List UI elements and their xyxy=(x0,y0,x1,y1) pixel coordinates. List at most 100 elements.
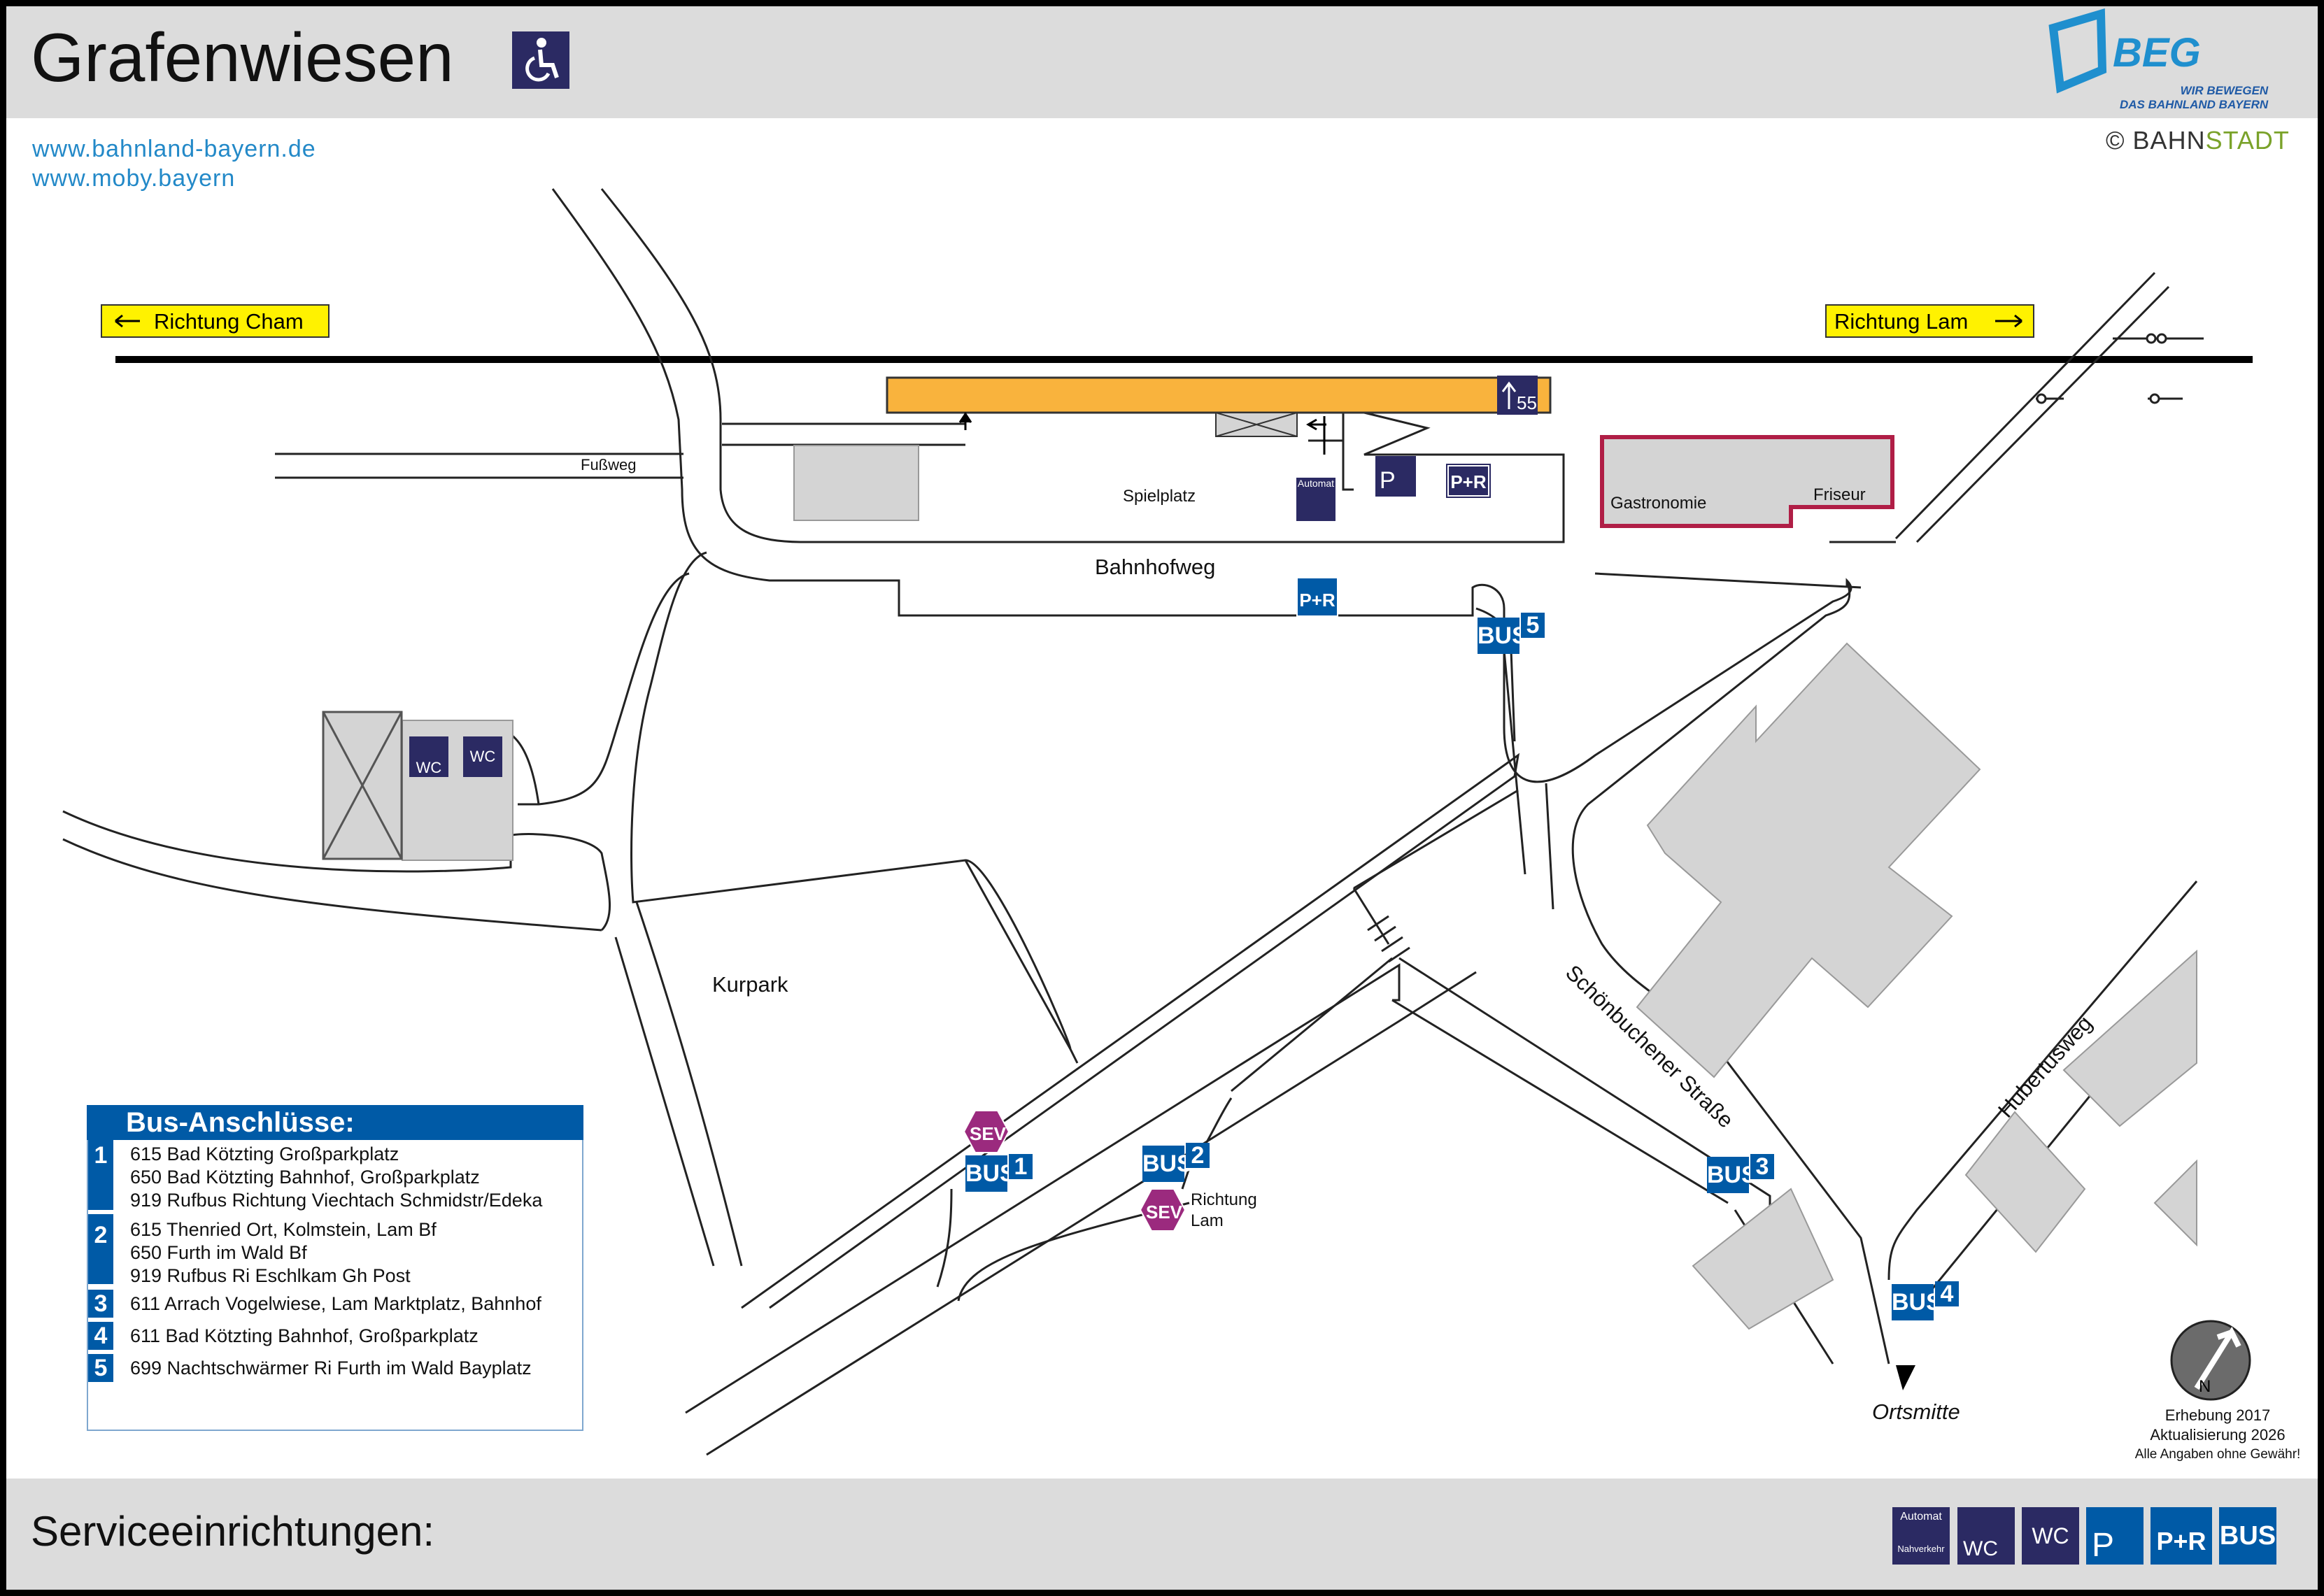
bus-connections-table: Bus-Anschlüsse: 1 615 Bad Kötzting Großp… xyxy=(87,1105,583,1431)
legend-automat-label: Automat xyxy=(1900,1511,1942,1523)
road-edge xyxy=(62,838,602,932)
signal-marker xyxy=(2146,333,2157,344)
bus-table-row-2: 615 Thenried Ort, Kolmstein, Lam Bf 650 … xyxy=(130,1218,437,1288)
bus-label: BUS xyxy=(1707,1162,1757,1188)
bus-label: BUS xyxy=(965,1160,1016,1187)
gastronomie-building xyxy=(1600,435,1894,528)
accessible-wc-icon: WC xyxy=(1957,1507,2015,1565)
beg-tagline-line1: WIR BEWEGEN xyxy=(2180,84,2269,97)
label-lam: Lam xyxy=(1191,1211,1224,1230)
road-edge xyxy=(635,902,743,1267)
sev-hexagon-icon xyxy=(963,1110,1010,1153)
bus-line: 650 Bad Kötzting Bahnhof, Großparkplatz xyxy=(130,1167,480,1188)
link-bahnland[interactable]: www.bahnland-bayern.de xyxy=(32,136,316,162)
road-edge xyxy=(1231,957,1393,1092)
building-cross xyxy=(322,711,403,860)
survey-line-2: Aktualisierung 2026 xyxy=(2150,1426,2286,1444)
pr-label: P+R xyxy=(1299,590,1335,611)
large-building xyxy=(1636,642,1981,1078)
link-moby[interactable]: www.moby.bayern xyxy=(32,165,236,192)
signal-marker xyxy=(2036,393,2047,404)
road-edge xyxy=(706,971,1477,1456)
label-spielplatz: Spielplatz xyxy=(1123,487,1196,506)
road-edge xyxy=(551,188,1852,783)
bus-table-stop-2: 2 xyxy=(88,1214,113,1284)
up-arrow-icon xyxy=(1501,381,1517,409)
bus-stop-number: 1 xyxy=(1009,1154,1033,1179)
parking-label: P xyxy=(1380,467,1396,494)
platform-height-sign xyxy=(1497,376,1538,415)
label-kurpark: Kurpark xyxy=(712,972,788,997)
road-edge xyxy=(964,860,1079,1064)
bus-line: 615 Bad Kötzting Großparkplatz xyxy=(130,1143,399,1164)
legend-wc-label: WC xyxy=(2032,1523,2069,1548)
legend-pr-label: P+R xyxy=(2156,1527,2206,1555)
north-arrow-needle xyxy=(2194,1326,2241,1390)
road-edge xyxy=(741,753,1520,1309)
platform-access xyxy=(722,422,965,446)
building xyxy=(1964,1111,2086,1253)
building xyxy=(2062,949,2197,1127)
bus-stop-2[interactable]: BUS xyxy=(1142,1146,1193,1182)
wc-label: WC xyxy=(469,748,496,765)
sev-stop-2: SEV xyxy=(1139,1188,1186,1232)
park-and-ride-icon: P+R xyxy=(1296,577,1338,617)
road-edge xyxy=(518,572,690,806)
beg-logo-icon xyxy=(2048,8,2107,94)
bus-line: 919 Rufbus Richtung Viechtach Schmidstr/… xyxy=(130,1190,543,1211)
web-links: www.bahnland-bayern.de www.moby.bayern xyxy=(32,134,316,193)
accessible-parking-icon: P xyxy=(2086,1507,2144,1565)
bus-stop-number: 4 xyxy=(1935,1281,1959,1306)
signal-marker xyxy=(2149,393,2160,404)
stair-arrow-icon xyxy=(958,412,972,430)
bus-table-stop-1: 1 xyxy=(88,1140,113,1210)
crosswalk xyxy=(1352,888,1410,963)
sev-label: SEV xyxy=(970,1123,1007,1144)
building xyxy=(1692,1188,1834,1330)
bus-stop-number: 5 xyxy=(1521,613,1545,638)
survey-line-3: Alle Angaben ohne Gewähr! xyxy=(2134,1447,2301,1462)
bus-table-row-4: 611 Bad Kötzting Bahnhof, Großparkplatz xyxy=(130,1325,479,1348)
road-edge xyxy=(630,551,1072,1050)
ticket-machine-icon: Automat xyxy=(1296,478,1335,521)
bus-icon: BUS xyxy=(2219,1507,2276,1565)
signal-marker xyxy=(2156,333,2167,344)
bus-stop-number: 2 xyxy=(1186,1143,1210,1168)
accessible-wc-icon: WC xyxy=(409,736,448,777)
bus-stop-4[interactable]: BUS xyxy=(1892,1284,1942,1320)
wc-icon: WC xyxy=(2022,1507,2079,1565)
label-fussweg: Fußweg xyxy=(581,456,636,473)
bus-table-row-1: 615 Bad Kötzting Großparkplatz 650 Bad K… xyxy=(130,1143,542,1212)
bus-table-title: Bus-Anschlüsse: xyxy=(87,1105,583,1140)
label-bahnhofweg: Bahnhofweg xyxy=(1095,555,1215,579)
park-and-ride-icon: P+R xyxy=(1446,464,1491,498)
bus-stop-3[interactable]: BUS xyxy=(1707,1157,1757,1193)
bus-line: 611 Arrach Vogelwiese, Lam Marktplatz, B… xyxy=(130,1293,541,1314)
direction-cham-label: Richtung Cham xyxy=(154,309,304,334)
wc-label: WC xyxy=(416,759,442,776)
bus-stop-1[interactable]: BUS xyxy=(965,1155,1016,1192)
road-edge xyxy=(936,1188,953,1288)
copyright-symbol: © xyxy=(2106,126,2125,155)
copyright: © BAHNSTADT xyxy=(2106,126,2290,155)
bus-line: 919 Rufbus Ri Eschlkam Gh Post xyxy=(130,1265,411,1286)
shelter-cross xyxy=(1215,412,1298,437)
north-label: N xyxy=(2199,1377,2211,1396)
label-friseur: Friseur xyxy=(1813,485,1866,504)
bus-line: 699 Nachtschwärmer Ri Furth im Wald Bayp… xyxy=(130,1358,532,1378)
road-edge xyxy=(1391,999,1729,1204)
accessible-parking-icon: P xyxy=(1375,456,1416,497)
road-line xyxy=(1894,271,2156,540)
beg-tagline: WIR BEWEGEN DAS BAHNLAND BAYERN xyxy=(2120,84,2268,112)
ortsmitte-arrow-icon xyxy=(1896,1365,1915,1390)
road-edge xyxy=(1503,650,1554,910)
north-arrow-icon xyxy=(2170,1320,2251,1401)
building xyxy=(793,445,919,521)
bus-stop-5[interactable]: BUS xyxy=(1478,618,1528,654)
label-richtung: Richtung xyxy=(1191,1190,1257,1209)
bus-stop-number: 3 xyxy=(1750,1154,1774,1179)
bus-label: BUS xyxy=(1892,1289,1942,1316)
road-edge xyxy=(685,963,1401,1414)
copyright-suffix: STADT xyxy=(2205,126,2290,155)
